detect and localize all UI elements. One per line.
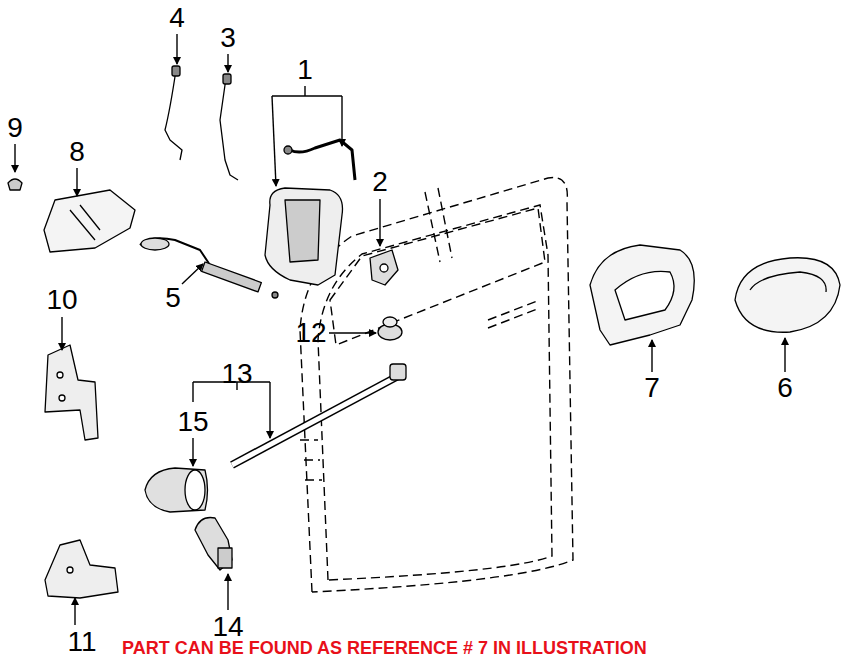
callout-number: 6 [777, 374, 793, 402]
callout-number: 10 [46, 286, 77, 314]
callout-number: 9 [7, 114, 23, 142]
callout-number: 12 [295, 319, 326, 347]
callout-number: 11 [67, 628, 96, 656]
leader-lines [15, 34, 785, 625]
parts [8, 66, 840, 598]
callout-number: 1 [297, 56, 313, 84]
callout-number: 5 [165, 284, 181, 312]
callout-number: 15 [177, 408, 208, 436]
callout-number: 14 [212, 613, 243, 641]
callout-number: 3 [220, 24, 236, 52]
callout-number: 13 [221, 360, 252, 388]
door-outline [300, 178, 573, 593]
callout-number: 2 [372, 168, 388, 196]
callout-number: 4 [169, 4, 185, 32]
note-text: PART CAN BE FOUND AS REFERENCE # 7 IN IL… [122, 639, 647, 657]
callout-number: 7 [644, 374, 660, 402]
callout-number: 8 [69, 138, 85, 166]
